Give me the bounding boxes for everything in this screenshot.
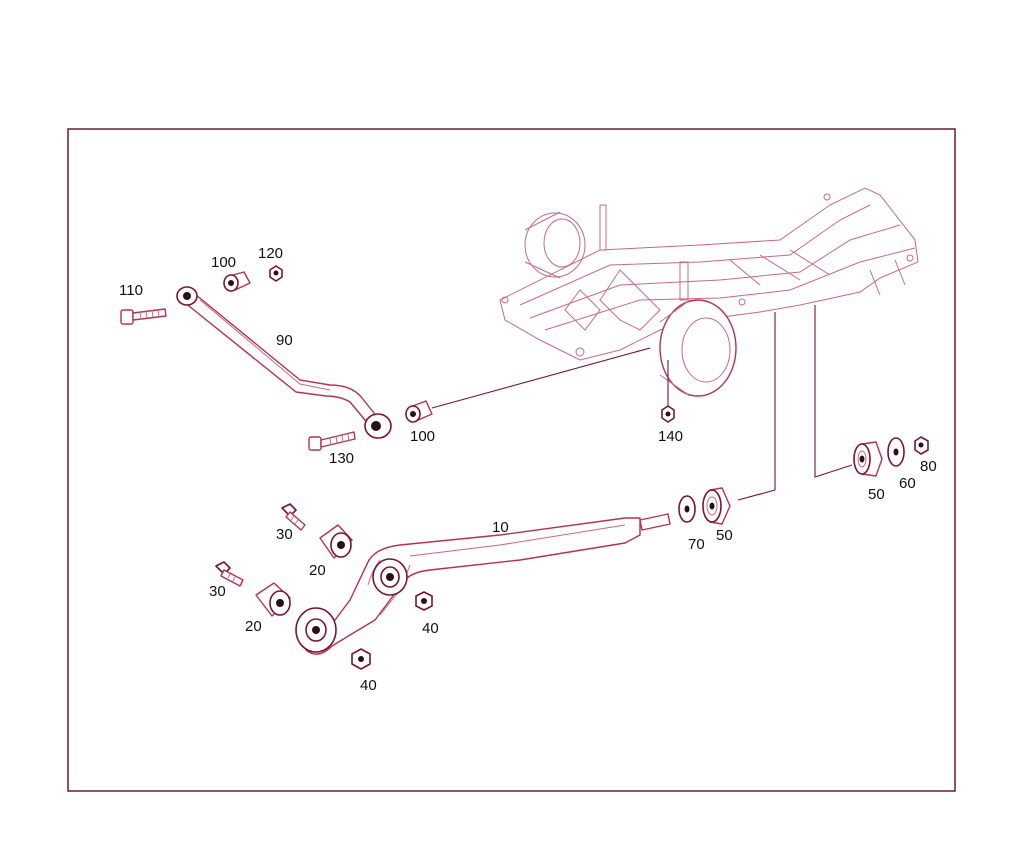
callout-50-lower: 50 (716, 527, 733, 544)
leader-lines (431, 305, 853, 501)
callout-100-upper: 100 (211, 254, 236, 271)
callout-120: 120 (258, 245, 283, 262)
callout-90: 90 (276, 332, 293, 349)
part-50-mount-upper (853, 441, 883, 477)
part-40-nut-lower (351, 648, 371, 670)
callout-20-lower: 20 (245, 618, 262, 635)
callout-110: 110 (119, 282, 143, 299)
callout-100-lower: 100 (410, 428, 435, 445)
part-20-bushing-upper (319, 524, 353, 559)
part-30-bolt-upper (281, 503, 306, 531)
part-130-bolt (308, 431, 356, 451)
part-120-nut (269, 265, 283, 282)
callout-20-upper: 20 (309, 562, 326, 579)
callout-30-lower: 30 (209, 583, 226, 600)
callout-40-lower: 40 (360, 677, 377, 694)
chassis-frame (499, 187, 919, 397)
callout-10: 10 (492, 519, 509, 536)
part-100-bushing-lower (405, 400, 433, 423)
callout-70: 70 (688, 536, 705, 553)
part-140-nut (661, 405, 675, 423)
callout-30-upper: 30 (276, 526, 293, 543)
callout-60: 60 (899, 475, 916, 492)
diagram-frame (67, 128, 956, 792)
part-30-bolt-lower (215, 561, 244, 587)
part-80-nut (914, 436, 929, 455)
part-60-washer (887, 437, 905, 467)
callout-40-upper: 40 (422, 620, 439, 637)
part-110-bolt (120, 308, 167, 325)
part-50-mount-lower (702, 487, 731, 525)
part-20-bushing-lower (255, 582, 291, 617)
part-90-rod (176, 286, 392, 439)
part-10-control-arm (295, 513, 671, 655)
callout-50-upper: 50 (868, 486, 885, 503)
part-40-nut-upper (415, 591, 433, 611)
callout-130: 130 (329, 450, 354, 467)
callout-labels: 110 100 120 90 130 100 140 10 30 20 30 2… (119, 245, 937, 694)
part-100-bushing-upper (223, 271, 251, 292)
callout-80: 80 (920, 458, 937, 475)
callout-140: 140 (658, 428, 683, 445)
part-70-washer (678, 495, 696, 523)
